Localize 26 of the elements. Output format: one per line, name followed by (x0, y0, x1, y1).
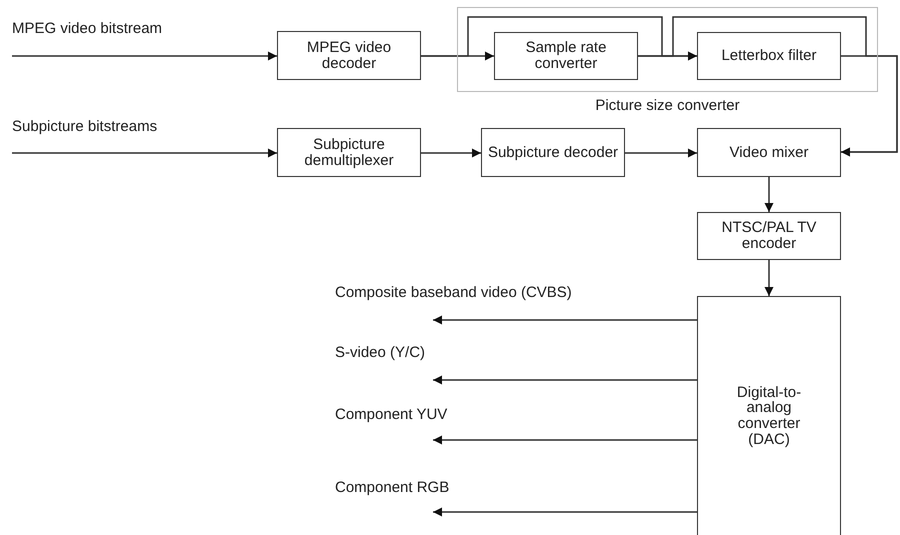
edge-label: Composite baseband video (CVBS) (335, 284, 572, 303)
arrow (433, 436, 697, 444)
edge-label: MPEG video bitstream (12, 20, 162, 39)
process-box: Subpicture decoder (481, 128, 625, 177)
arrow (841, 55, 898, 156)
process-box: MPEG video decoder (277, 31, 421, 80)
edge-label: Subpicture bitstreams (12, 118, 158, 137)
process-box: NTSC/PAL TV encoder (697, 212, 841, 260)
group-title: Picture size converter (594, 97, 741, 116)
process-box: Sample rate converter (494, 32, 638, 80)
arrow (433, 376, 697, 384)
arrow (433, 508, 697, 516)
arrow (764, 177, 774, 212)
arrow (764, 260, 774, 296)
arrow (625, 148, 697, 158)
arrow (421, 148, 481, 158)
edge-label: Component YUV (335, 406, 448, 425)
edge-label: S-video (Y/C) (335, 344, 426, 363)
process-box: Subpicture demultiplexer (277, 128, 421, 177)
arrow (433, 316, 697, 324)
process-box: Digital-to-analog converter (DAC) (697, 296, 841, 535)
arrow (12, 52, 277, 60)
process-box: Video mixer (697, 128, 841, 177)
arrow (12, 148, 277, 158)
edge-label: Component RGB (335, 479, 450, 498)
process-box: Letterbox filter (697, 32, 841, 80)
